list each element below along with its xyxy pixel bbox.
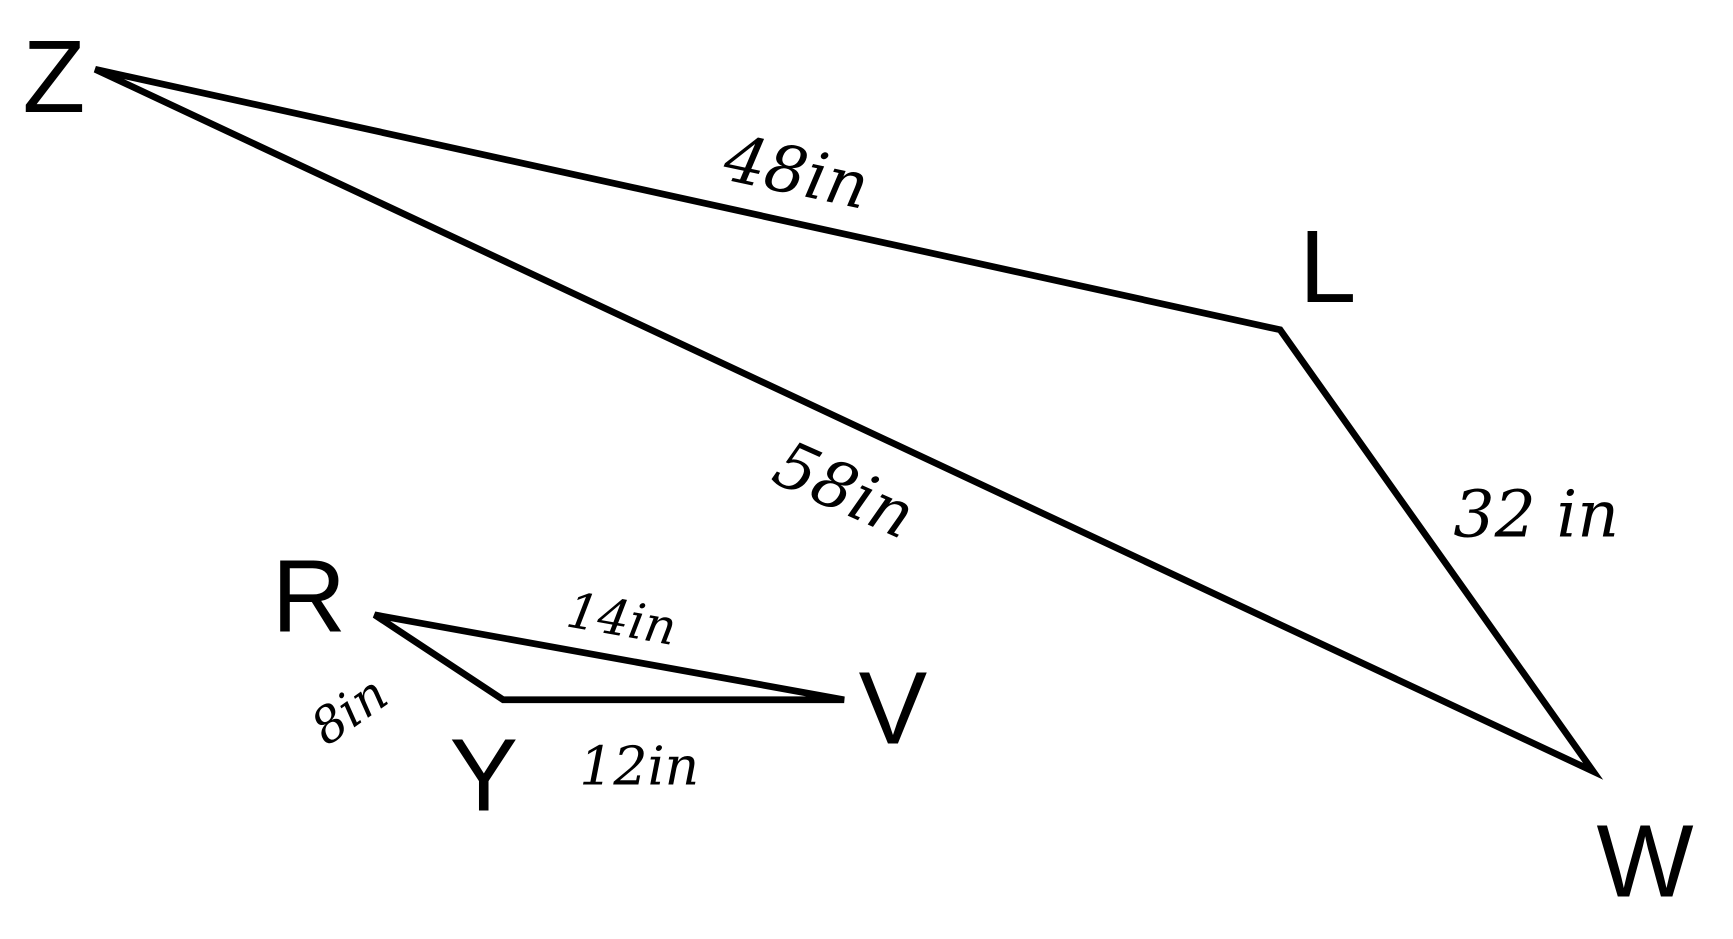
side-lw-length: 32 in	[1453, 478, 1619, 553]
vertex-y-label: Y	[450, 717, 519, 832]
side-ry-length: 8in	[300, 664, 398, 757]
triangle-zlw	[93, 66, 1604, 780]
side-yv-length: 12in	[579, 735, 699, 798]
vertex-v-label: V	[859, 650, 928, 765]
vertex-l-label: L	[1299, 209, 1356, 324]
vertex-z-label: Z	[23, 19, 86, 134]
vertex-r-label: R	[272, 539, 346, 654]
vertex-w-label: W	[1596, 804, 1693, 919]
triangle-ryv	[372, 611, 845, 704]
side-rv-length: 14in	[563, 581, 681, 657]
